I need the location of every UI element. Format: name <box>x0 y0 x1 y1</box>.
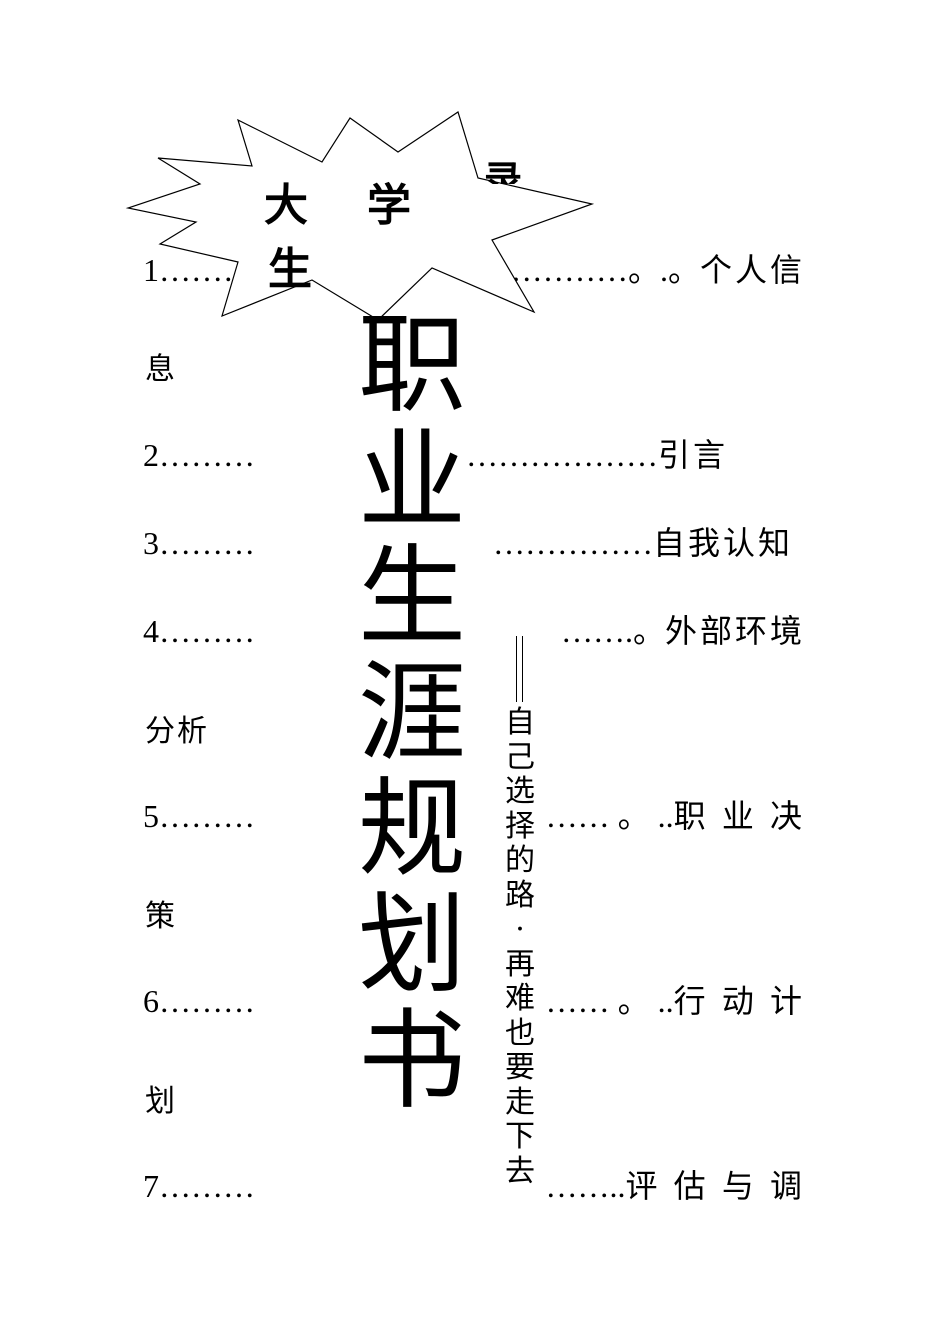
toc-item-3-leader: …………… <box>492 525 653 561</box>
subtitle-char: 选 <box>505 774 535 809</box>
subtitle-char: 的 <box>505 843 535 878</box>
title-char: 涯 <box>357 651 466 776</box>
toc-item-3-entry: ……………自我认知 <box>493 525 793 561</box>
title-char: 业 <box>357 419 466 544</box>
toc-item-7-entry: ……..评 估 与 调 <box>545 1168 805 1204</box>
subtitle-char: 路 <box>505 877 535 913</box>
title-char: 职 <box>357 303 466 428</box>
toc-item-2-entry: ………………引言 <box>466 437 728 473</box>
subtitle-char: 也 <box>505 1015 535 1051</box>
toc-item-6-entry: …… 。 ..行 动 计 <box>546 983 805 1019</box>
toc-item-5-label: 职 业 决 <box>673 797 805 835</box>
toc-item-4-wrap: 分析 <box>145 714 209 749</box>
toc-item-1-number: 1……… <box>143 252 255 288</box>
toc-item-3-label: 自我认知 <box>652 524 793 562</box>
toc-item-5-leader: …… 。 .. <box>545 798 674 834</box>
title-char: 规 <box>357 767 466 892</box>
subtitle-char: · <box>515 912 525 947</box>
toc-item-2-leader: ……………… <box>465 437 658 473</box>
subtitle: 自 己 选 择 的 路 · 再 难 也 要 走 下 去 <box>501 705 539 1189</box>
subtitle-char: 走 <box>505 1084 535 1120</box>
starburst-char-1: 大 <box>264 180 308 231</box>
subtitle-dash: —— <box>516 636 523 702</box>
toc-item-6-wrap: 划 <box>145 1084 177 1119</box>
toc-item-2-label: 引言 <box>657 436 728 474</box>
subtitle-char: 己 <box>505 739 535 775</box>
title-char: 划 <box>357 883 466 1008</box>
toc-item-7-number: 7……… <box>143 1168 255 1204</box>
title-char: 书 <box>357 999 466 1124</box>
toc-item-6-label: 行 动 计 <box>673 982 805 1020</box>
toc-item-1-leader: …………。.。 <box>499 252 700 288</box>
toc-item-5-wrap: 策 <box>145 899 177 934</box>
toc-item-4-label: 外部环境 <box>664 612 805 650</box>
toc-item-5-entry: …… 。 ..职 业 决 <box>546 798 805 834</box>
starburst-char-3: 生 <box>268 244 312 295</box>
starburst-tail-char: 录 <box>484 157 523 184</box>
main-title: 职 业 生 涯 规 划 书 <box>352 308 472 1120</box>
toc-item-7-label: 评 估 与 调 <box>625 1167 805 1205</box>
toc-item-1-entry: …………。.。个人信 <box>500 252 805 288</box>
toc-item-2-number: 2……… <box>143 437 255 473</box>
toc-item-4-entry: …….。外部环境 <box>561 613 805 649</box>
subtitle-char: 去 <box>505 1153 535 1189</box>
subtitle-char: 难 <box>505 981 535 1016</box>
toc-item-5-number: 5……… <box>143 798 255 834</box>
toc-item-3-number: 3……… <box>143 525 255 561</box>
subtitle-char: 要 <box>505 1050 535 1085</box>
toc-item-1-wrap: 息 <box>145 352 177 387</box>
toc-item-4-leader: …….。 <box>560 613 665 649</box>
subtitle-char: 自 <box>505 705 535 740</box>
toc-item-4-number: 4……… <box>143 613 255 649</box>
subtitle-char: 下 <box>505 1119 535 1154</box>
title-char: 生 <box>357 535 466 660</box>
subtitle-char: 择 <box>505 808 535 844</box>
toc-item-6-number: 6……… <box>143 983 255 1019</box>
toc-item-6-leader: …… 。 .. <box>545 983 674 1019</box>
toc-item-1-label: 个人信 <box>699 251 805 289</box>
starburst-char-2: 学 <box>367 180 411 231</box>
subtitle-char: 再 <box>505 946 535 982</box>
toc-item-7-leader: …….. <box>545 1168 626 1204</box>
